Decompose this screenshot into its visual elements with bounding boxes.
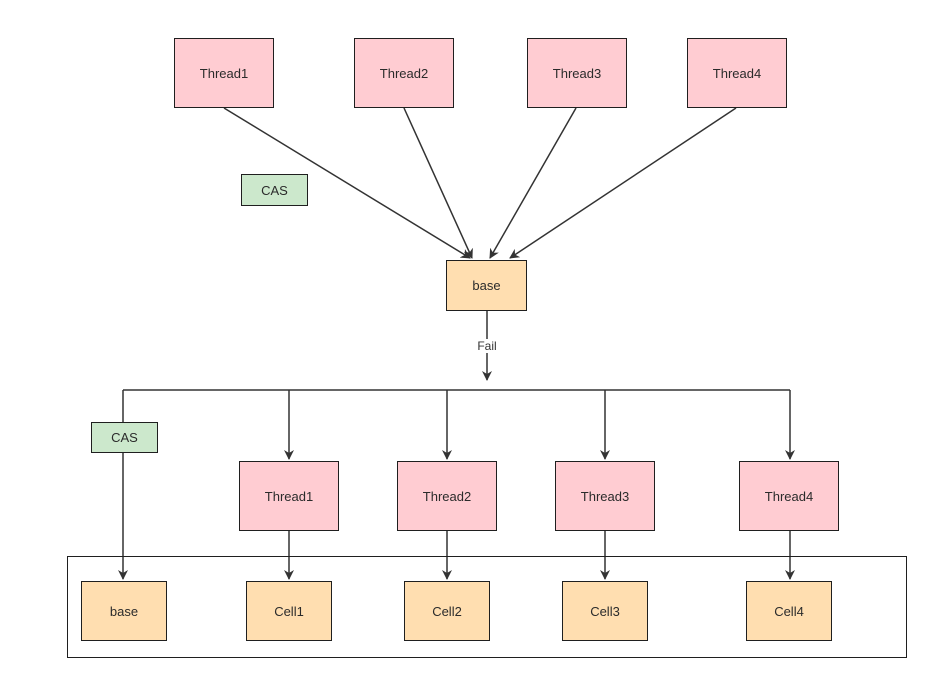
bottom-cas-tag: CAS	[91, 422, 158, 453]
top-thread-1-label: Thread1	[199, 65, 249, 81]
cell-1-label: Cell1	[274, 603, 304, 619]
cells-container	[67, 556, 907, 658]
shared-base-label: base	[472, 278, 501, 293]
bottom-base-label: base	[109, 603, 139, 619]
cell-2: Cell2	[404, 581, 490, 641]
cell-4: Cell4	[746, 581, 832, 641]
top-thread-4: Thread4	[687, 38, 787, 108]
edge-thread2-to-base	[403, 107, 473, 259]
bottom-thread-3: Thread3	[555, 461, 655, 531]
top-thread-2-label: Thread2	[379, 65, 429, 81]
cell-4-label: Cell4	[774, 603, 804, 619]
fail-label: Fail	[475, 339, 499, 353]
cell-3: Cell3	[562, 581, 648, 641]
top-thread-4-label: Thread4	[712, 65, 762, 81]
bottom-base: base	[81, 581, 167, 641]
top-cas-label: CAS	[261, 182, 288, 198]
edge-thread4-to-base	[509, 107, 737, 259]
top-thread-3-label: Thread3	[552, 65, 602, 81]
top-thread-1: Thread1	[174, 38, 274, 108]
bottom-thread-2-label: Thread2	[422, 488, 472, 504]
bottom-thread-1-label: Thread1	[264, 488, 314, 504]
cell-3-label: Cell3	[590, 603, 620, 619]
bottom-thread-2: Thread2	[397, 461, 497, 531]
edge-thread3-to-base	[489, 107, 577, 259]
shared-base: base	[446, 260, 527, 311]
top-thread-3: Thread3	[527, 38, 627, 108]
cell-2-label: Cell2	[432, 603, 462, 619]
top-thread-2: Thread2	[354, 38, 454, 108]
bottom-thread-4: Thread4	[739, 461, 839, 531]
bottom-cas-label: CAS	[111, 430, 138, 445]
edge-thread1-to-base	[223, 107, 471, 259]
bottom-thread-1: Thread1	[239, 461, 339, 531]
bottom-thread-4-label: Thread4	[764, 488, 814, 504]
top-cas-tag: CAS	[241, 174, 308, 206]
bottom-thread-3-label: Thread3	[580, 488, 630, 504]
cell-1: Cell1	[246, 581, 332, 641]
